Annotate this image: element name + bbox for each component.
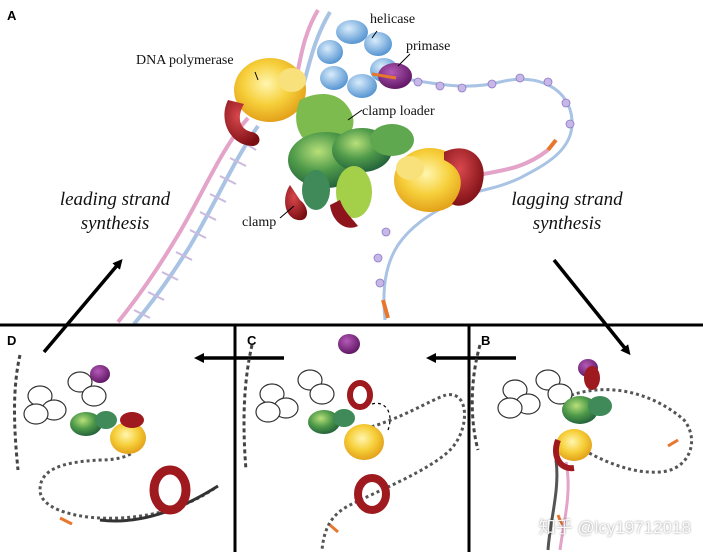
panel-b-letter: B bbox=[481, 333, 491, 348]
helicase-label: helicase bbox=[370, 12, 416, 27]
helicase-outline-d bbox=[23, 371, 107, 425]
lagging-strand-line1: lagging strand bbox=[511, 189, 623, 210]
panel-c bbox=[242, 334, 466, 551]
lagging-strand-dna bbox=[373, 73, 575, 321]
panel-b bbox=[470, 344, 694, 551]
lagging-polymerase bbox=[394, 148, 484, 212]
leading-strand-line2: synthesis bbox=[80, 213, 150, 234]
panel-d-letter: D bbox=[7, 333, 17, 348]
leading-polymerase bbox=[224, 58, 306, 146]
panel-dividers bbox=[0, 323, 703, 552]
helicase-outline-b bbox=[497, 369, 573, 419]
panel-a bbox=[116, 8, 575, 326]
panel-d bbox=[13, 354, 219, 526]
leading-strand-synthesis-label: leading strand synthesis bbox=[40, 188, 190, 236]
lagging-strand-synthesis-label: lagging strand synthesis bbox=[492, 188, 642, 236]
helicase-outline-c bbox=[255, 369, 335, 423]
dna-polymerase-label: DNA polymerase bbox=[136, 53, 234, 68]
primase-shape bbox=[378, 63, 412, 89]
clamp-label: clamp bbox=[242, 215, 277, 230]
flow-arrows bbox=[42, 258, 631, 363]
leading-strand-line1: leading strand bbox=[59, 189, 171, 210]
primase-label: primase bbox=[406, 39, 451, 54]
primase-c bbox=[338, 334, 360, 354]
panel-c-letter: C bbox=[247, 333, 257, 348]
clamp-loader bbox=[285, 94, 414, 228]
label-leader-lines bbox=[254, 30, 411, 219]
primase-d bbox=[90, 365, 110, 383]
lagging-strand-line2: synthesis bbox=[532, 213, 602, 234]
leading-strand-dna bbox=[116, 8, 332, 326]
watermark: 知乎 @lcy19712018 bbox=[538, 518, 691, 537]
panel-a-letter: A bbox=[7, 8, 17, 23]
clamp-loader-label: clamp loader bbox=[362, 104, 435, 119]
